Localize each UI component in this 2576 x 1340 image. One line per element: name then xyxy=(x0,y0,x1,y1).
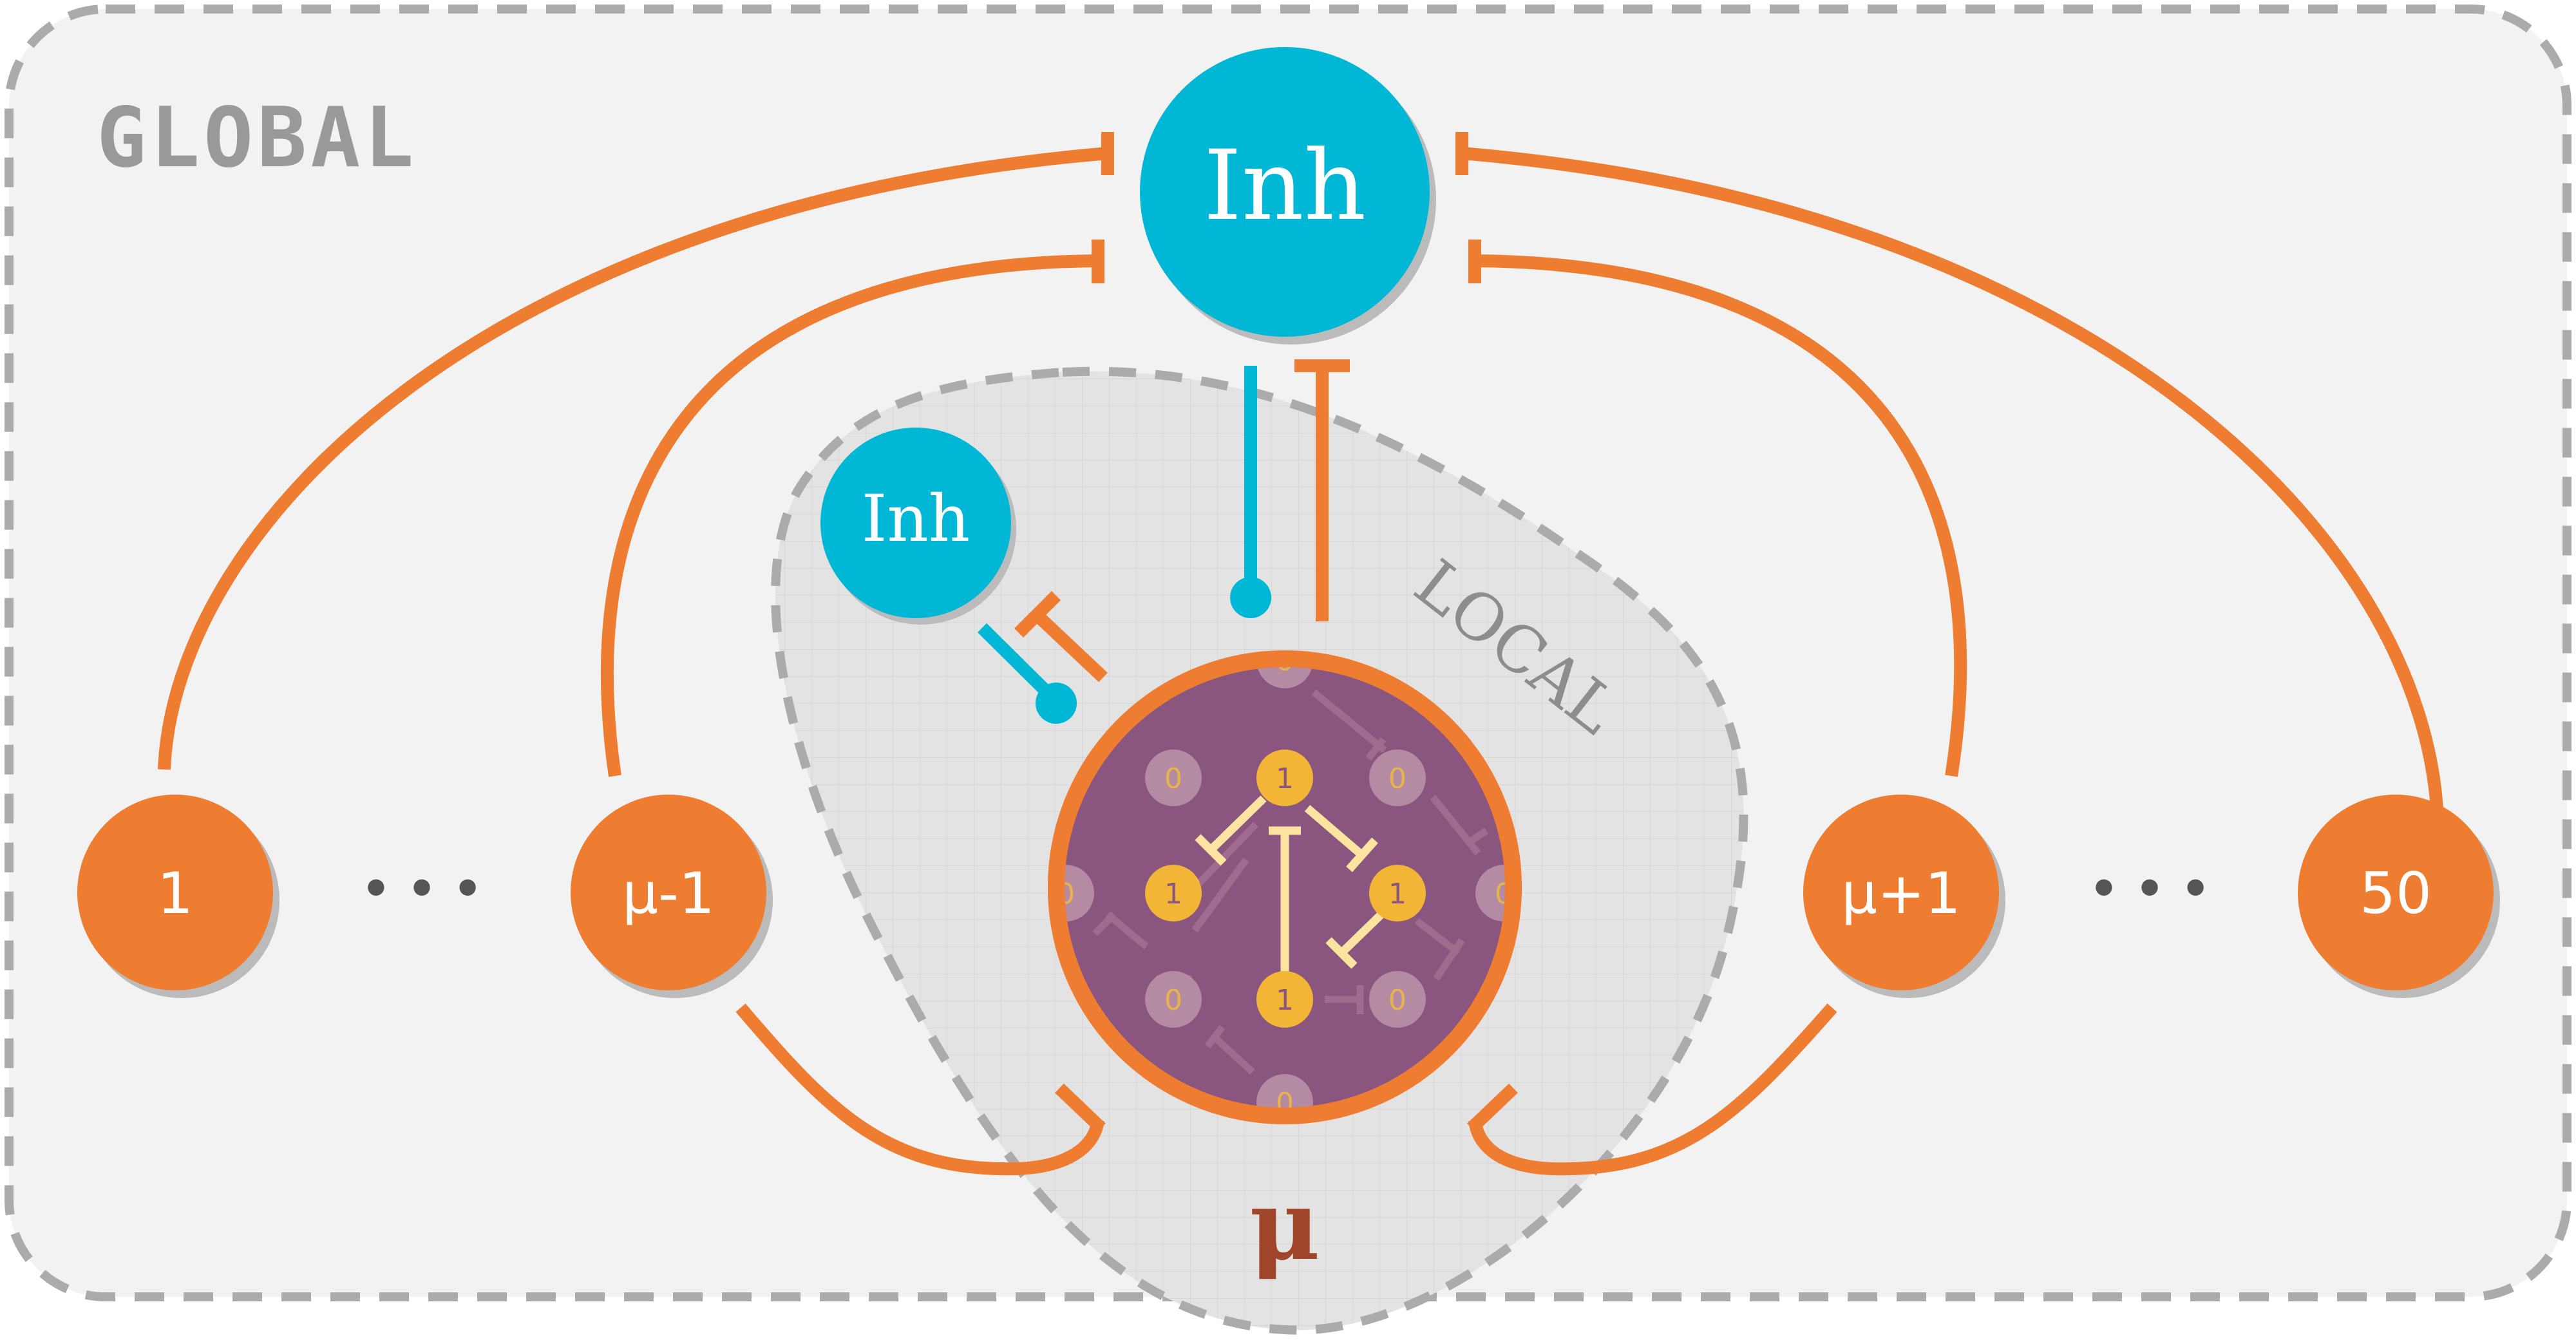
population-node-left-neighbor: μ-1 xyxy=(571,795,773,998)
active-unit-labels: 1 1 1 1 xyxy=(1164,762,1406,1017)
dot-end-icon xyxy=(1036,683,1077,724)
ellipsis-left: • • • xyxy=(361,862,482,916)
inactive-links xyxy=(1092,689,1489,1075)
population-label-right-neighbor: μ+1 xyxy=(1841,860,1961,927)
unit-label: 0 xyxy=(1388,984,1406,1017)
inhibitory-connections xyxy=(977,366,1271,724)
population-node-first: 1 xyxy=(77,795,279,998)
population-node-last: 50 xyxy=(2298,795,2500,998)
unit-label: 0 xyxy=(1276,645,1294,677)
unit-label: 0 xyxy=(1388,762,1406,795)
unit-label: 0 xyxy=(1164,984,1182,1017)
unit-label: 1 xyxy=(1276,762,1294,795)
unit-label: 1 xyxy=(1276,984,1294,1017)
active-links xyxy=(1195,795,1388,979)
local-inhibitory-node: Inh xyxy=(820,428,1016,625)
unit-label: 1 xyxy=(1164,878,1182,911)
focus-population-label: μ xyxy=(1249,1169,1320,1282)
dot-end-icon xyxy=(1230,577,1271,618)
global-connections xyxy=(158,132,2444,1176)
population-label-left-neighbor: μ-1 xyxy=(622,860,715,927)
population-label-first: 1 xyxy=(157,860,193,927)
global-inhibitory-node: Inh xyxy=(1140,47,1436,344)
unit-label: 0 xyxy=(1164,762,1182,795)
inactive-units xyxy=(1061,664,1508,1111)
unit-label: 1 xyxy=(1388,878,1406,911)
unit-label: 0 xyxy=(1276,1087,1294,1120)
inactive-unit-labels: 0 0 0 0 0 0 0 0 xyxy=(1061,645,1508,1120)
focus-population: 0 0 0 0 0 0 0 0 1 1 1 1 xyxy=(1048,645,1522,1124)
global-inh-label: Inh xyxy=(1204,130,1366,242)
ellipsis-right: • • • xyxy=(2089,862,2210,916)
population-node-right-neighbor: μ+1 xyxy=(1803,795,2005,998)
local-inh-label: Inh xyxy=(862,481,970,556)
population-label-last: 50 xyxy=(2360,860,2432,927)
active-units xyxy=(1145,750,1426,1028)
global-title: GLOBAL xyxy=(97,90,417,186)
